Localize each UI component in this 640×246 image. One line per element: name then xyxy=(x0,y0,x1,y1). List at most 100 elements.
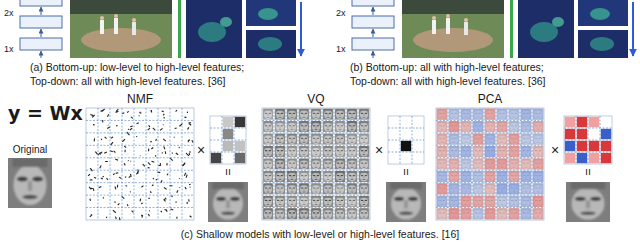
grid-line xyxy=(564,140,612,141)
coefficient-cell xyxy=(577,141,587,151)
basis-stroke xyxy=(128,128,129,130)
basis-stroke xyxy=(163,139,166,141)
basis-stroke xyxy=(152,178,154,179)
basis-tint xyxy=(533,183,544,194)
coefficient-cell xyxy=(389,129,399,139)
coefficient-cell xyxy=(235,153,245,163)
network-stack xyxy=(20,0,62,58)
basis-image xyxy=(509,183,520,194)
basis-image xyxy=(533,171,544,182)
basis-image xyxy=(485,109,496,120)
basis-tint xyxy=(485,146,496,157)
basis-image xyxy=(437,158,448,169)
basis-image xyxy=(275,183,286,194)
basis-image xyxy=(509,196,520,207)
coefficient-cell xyxy=(211,153,221,163)
basis-stroke xyxy=(117,185,118,188)
grid-line xyxy=(262,170,370,171)
basis-stroke xyxy=(89,199,91,201)
basis-image xyxy=(275,121,286,132)
basis-image xyxy=(521,133,532,144)
basis-stroke xyxy=(162,152,163,153)
basis-stroke xyxy=(179,187,181,188)
basis-stroke xyxy=(148,149,149,152)
coefficient-cell xyxy=(413,153,423,163)
basis-tint xyxy=(437,146,448,157)
basis-image xyxy=(461,196,472,207)
basis-image xyxy=(275,146,286,157)
basis-stroke xyxy=(127,111,129,112)
basis-image xyxy=(323,196,334,207)
basis-image xyxy=(299,109,310,120)
basis-image xyxy=(335,109,346,120)
basis-tint xyxy=(533,196,544,207)
grid-line xyxy=(588,116,589,164)
feature-maps xyxy=(518,0,628,58)
coefficient-cell xyxy=(589,129,599,139)
method-label: VQ xyxy=(307,93,324,105)
basis-image xyxy=(461,146,472,157)
basis-tint xyxy=(497,196,508,207)
basis-tint xyxy=(461,183,472,194)
grid-line xyxy=(436,170,544,171)
basis-stroke xyxy=(126,154,127,155)
basis-image xyxy=(335,208,346,219)
basis-tint xyxy=(461,208,472,219)
basis-image xyxy=(473,171,484,182)
basis-stroke xyxy=(130,128,132,130)
basis-stroke xyxy=(149,110,151,111)
basis-image xyxy=(521,158,532,169)
basis-tint xyxy=(497,208,508,219)
coefficient-cell xyxy=(223,117,233,127)
basis-stroke xyxy=(114,151,116,153)
basis-stroke xyxy=(177,190,178,193)
basis-image xyxy=(287,109,298,120)
basis-image xyxy=(485,158,496,169)
basis-image xyxy=(461,121,472,132)
basis-stroke xyxy=(101,110,104,111)
grid-line xyxy=(322,108,323,220)
basis-stroke xyxy=(148,167,150,168)
coefficient-cell xyxy=(601,117,611,127)
basis-stroke xyxy=(185,187,186,189)
basis-tint xyxy=(533,146,544,157)
basis-image xyxy=(473,133,484,144)
basis-image xyxy=(497,109,508,120)
basis-tint xyxy=(497,133,508,144)
basis-stroke xyxy=(93,124,95,125)
basis-stroke xyxy=(143,164,145,166)
coefficient-cell xyxy=(223,129,233,139)
basis-stroke xyxy=(114,186,116,189)
grid-line xyxy=(460,108,461,220)
basis-stroke xyxy=(164,187,167,189)
basis-tint xyxy=(521,196,532,207)
coefficient-cell xyxy=(565,141,575,151)
grid-line xyxy=(210,152,246,153)
basis-stroke xyxy=(119,217,121,220)
grid-line xyxy=(436,120,544,121)
grid-line xyxy=(110,108,111,220)
basis-tint xyxy=(461,121,472,132)
basis-tint xyxy=(437,121,448,132)
basis-image xyxy=(359,208,370,219)
basis-tint xyxy=(461,109,472,120)
reconstructed-face xyxy=(208,182,248,222)
basis-stroke xyxy=(151,148,153,150)
basis-image xyxy=(287,158,298,169)
basis-image xyxy=(485,196,496,207)
basis-tint xyxy=(497,171,508,182)
basis-tint xyxy=(509,183,520,194)
network-stack xyxy=(352,0,394,58)
basis-stroke xyxy=(156,179,157,181)
basis-tint xyxy=(449,183,460,194)
basis-stroke xyxy=(92,115,94,118)
basis-stroke xyxy=(184,117,185,118)
coefficient-cell xyxy=(211,117,221,127)
basis-stroke xyxy=(140,111,141,113)
basis-image xyxy=(533,196,544,207)
basis-stroke xyxy=(141,186,143,188)
coefficient-cell xyxy=(211,129,221,139)
basis-image xyxy=(449,171,460,182)
basis-image xyxy=(299,208,310,219)
basis-stroke xyxy=(88,174,90,176)
